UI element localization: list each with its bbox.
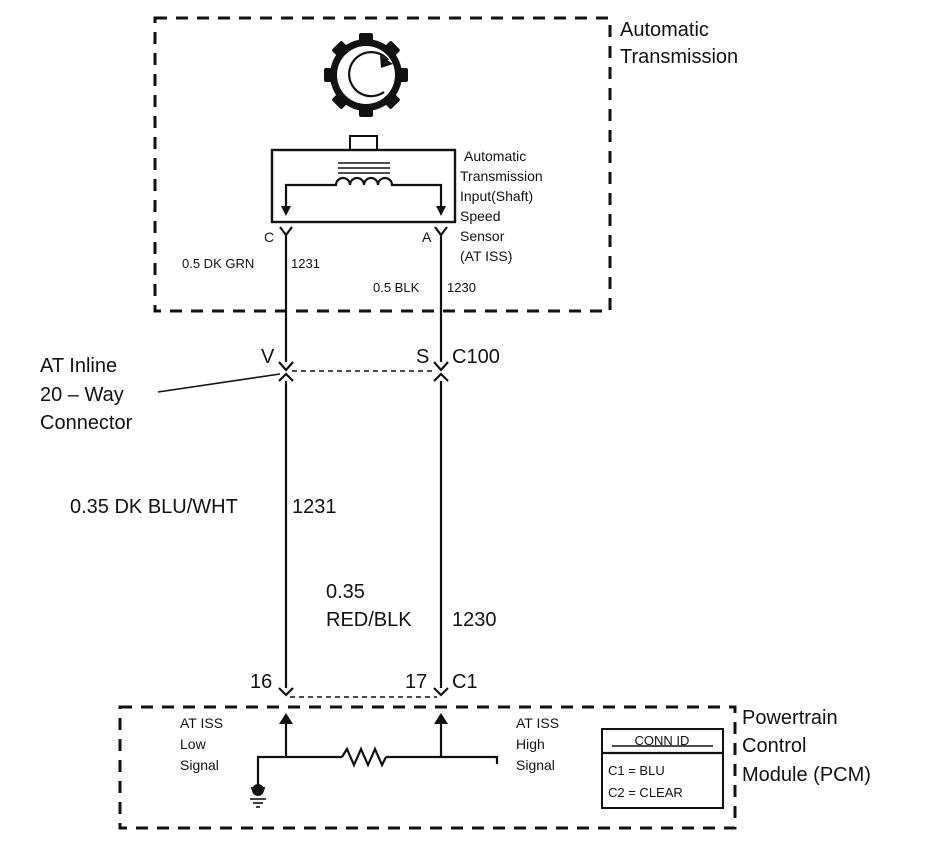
sensor-label-line2: Transmission: [460, 168, 543, 184]
connector-pin-icon: [279, 226, 293, 237]
sensor-label-line4: Speed: [460, 208, 500, 224]
gear-icon: [324, 33, 408, 117]
transmission-boundary: [153, 16, 612, 313]
pcm-title-line3: Module (PCM): [742, 764, 871, 786]
wire-left-upper-label: 0.5 DK GRN: [182, 256, 254, 271]
pcm-low-to-ground: [256, 755, 342, 785]
wire-right-upper-circuit: 1230: [447, 280, 476, 295]
pcm-title-line1: Powertrain: [742, 707, 838, 729]
pcm-title-line2: Control: [742, 735, 806, 757]
transmission-title-line1: Automatic: [620, 19, 709, 41]
connector-pin-icon: [433, 372, 449, 382]
conn-id-table: CONN ID C1 = BLU C2 = CLEAR: [601, 728, 724, 809]
wire-left-lower-circuit: 1231: [292, 496, 337, 518]
pcm-pin-17: 17: [405, 671, 427, 693]
low-signal-label-line3: Signal: [180, 757, 219, 773]
wire-right-upper-label: 0.5 BLK: [373, 280, 420, 295]
low-signal-label-line1: AT ISS: [180, 715, 223, 731]
inline-pin-v: V: [261, 346, 275, 368]
arrow-up-icon: [279, 713, 293, 724]
conn-id-header: CONN ID: [635, 733, 690, 748]
pcm-connector-id: C1: [452, 671, 478, 693]
inline-connector-label-line3: Connector: [40, 412, 133, 434]
sensor-tip: [349, 135, 378, 151]
wire-left-upper-circuit: 1231: [291, 256, 320, 271]
low-signal-label-line2: Low: [180, 736, 207, 752]
high-signal-label-line2: High: [516, 736, 545, 752]
pcm-high-line: [386, 755, 499, 764]
high-signal-label-line1: AT ISS: [516, 715, 559, 731]
connector-pin-icon: [278, 361, 294, 372]
inline-connector-leader: [157, 373, 281, 393]
transmission-title-line2: Transmission: [620, 46, 738, 68]
sensor-label-line6: (AT ISS): [460, 248, 512, 264]
conn-id-row-c1: C1 = BLU: [608, 763, 665, 778]
inline-connector-label-line2: 20 – Way: [40, 384, 124, 406]
connector-pin-icon: [278, 687, 294, 697]
wire-left-lower-label: 0.35 DK BLU/WHT: [70, 496, 238, 518]
inline-connector-label-line1: AT Inline: [40, 355, 117, 377]
conn-id-row-c2: C2 = CLEAR: [608, 785, 683, 800]
connector-pin-icon: [433, 361, 449, 372]
sensor-label-line5: Sensor: [460, 228, 505, 244]
sensor-label-line1: Automatic: [464, 148, 526, 164]
arrow-up-icon: [434, 713, 448, 724]
connector-pin-icon: [278, 372, 294, 382]
inline-connector-id: C100: [452, 346, 500, 368]
high-signal-label-line3: Signal: [516, 757, 555, 773]
sensor-pin-c: C: [264, 229, 274, 245]
wire-right-lower-label-line2: RED/BLK: [326, 609, 412, 631]
connector-pin-icon: [434, 226, 448, 237]
coil-icon: [281, 162, 446, 216]
pcm-pin-16: 16: [250, 671, 272, 693]
wire-right-lower-label-line1: 0.35: [326, 581, 365, 603]
wire-right-lower-circuit: 1230: [452, 609, 497, 631]
connector-pin-icon: [433, 687, 449, 697]
rotation-arrow-icon: [348, 51, 393, 98]
sensor-label-line3: Input(Shaft): [460, 188, 533, 204]
resistor-icon: [341, 746, 387, 768]
pcm-boundary: [118, 705, 737, 830]
sensor-pin-a: A: [422, 229, 432, 245]
inline-pin-s: S: [416, 346, 429, 368]
ground-icon: [250, 784, 266, 808]
